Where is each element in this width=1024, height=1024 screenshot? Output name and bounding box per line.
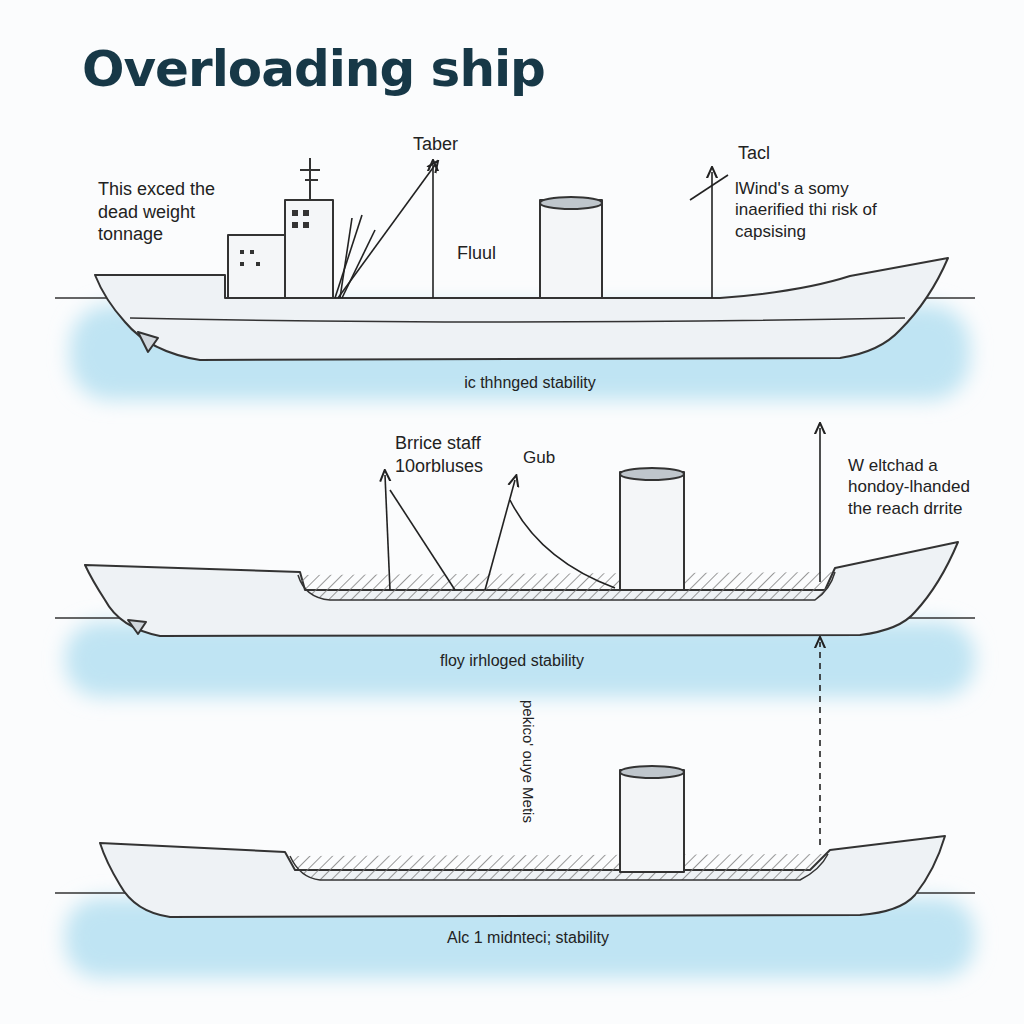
note-text: lWind's a somy inaerified thi risk of ca… [735,178,885,242]
note-text: W eltchad a hondoy-lhanded the reach drr… [848,455,998,519]
label: Tacl [738,142,770,165]
label: Gub [523,447,555,468]
stability-caption: Alc 1 midnteci; stability [447,928,609,948]
title: Overloading ship [82,40,545,98]
ship-light [95,158,948,360]
stability-caption: ic thhnged stability [464,373,596,393]
label: Fluul [457,242,496,265]
label: Taber [413,133,458,156]
note-text: Brrice staff 10orbluses [395,432,510,477]
note-text: This exced the dead weight tonnage [98,178,248,246]
stability-caption: floy irhloged stability [440,651,584,671]
ship-loaded [85,468,958,636]
vertical-label: pekico' ouye Metis [519,700,538,823]
